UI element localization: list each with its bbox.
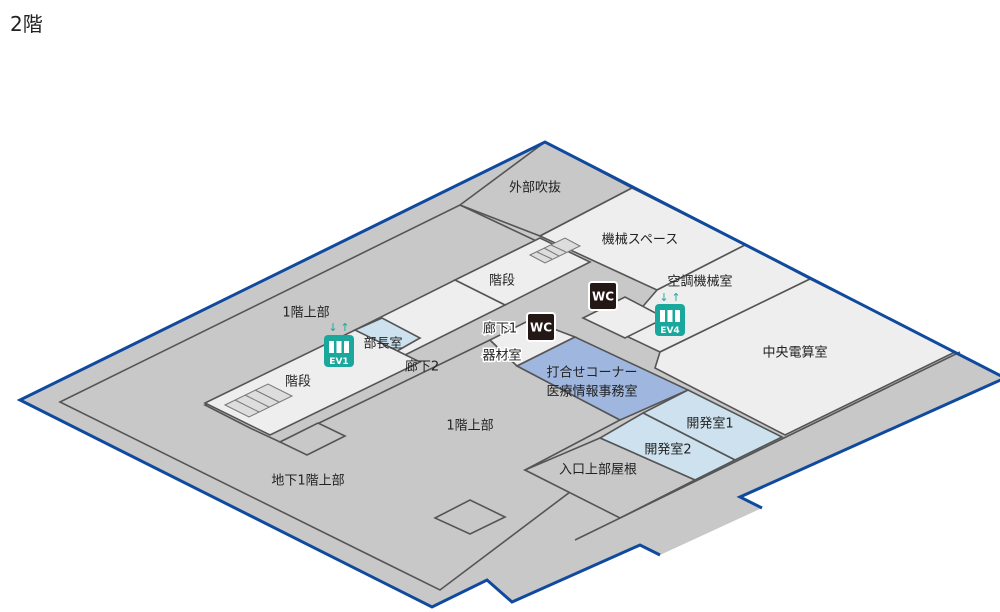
building-outline xyxy=(16,140,1000,609)
stairs-west-icon xyxy=(223,383,294,418)
label-stairs-west: 階段 xyxy=(285,375,311,390)
label-manager-room: 部長室 xyxy=(363,336,402,352)
label-hvac-room: 空調機械室 xyxy=(667,274,732,290)
label-machine-space: 機械スペース xyxy=(602,233,678,248)
wc-icon: WC xyxy=(526,312,556,342)
label-corridor2: 廊下2 xyxy=(405,359,439,375)
label-basement-upper: 地下1階上部 xyxy=(271,474,344,489)
label-entrance-roof: 入口上部屋根 xyxy=(559,463,637,478)
svg-text:WC: WC xyxy=(530,321,552,335)
label-dev-room2: 開発室2 xyxy=(644,442,691,458)
label-stairs-north: 階段 xyxy=(489,274,515,289)
small-square xyxy=(433,499,507,535)
label-corridor1: 廊下1 xyxy=(483,321,517,337)
small-shaft xyxy=(278,422,347,456)
label-medical-info-office: 医療情報事務室 xyxy=(546,384,637,400)
label-equipment-room: 器材室 xyxy=(482,348,521,364)
label-first-floor-upper-center: 1階上部 xyxy=(446,419,493,434)
label-central-computer: 中央電算室 xyxy=(762,345,827,361)
elevator-icon-ev4: ↓ ↑ EV4 xyxy=(655,291,685,336)
floor-title: 2階 xyxy=(10,12,43,36)
wc-icon: WC xyxy=(588,281,618,311)
label-exterior-void: 外部吹抜 xyxy=(509,180,561,196)
stairs-north-icon xyxy=(528,237,582,264)
svg-text:EV4: EV4 xyxy=(660,326,679,336)
svg-text:↓: ↓ xyxy=(659,291,668,304)
room-entrance-roof[interactable] xyxy=(523,437,697,519)
elevator-icon-ev1: ↓ ↑ EV1 xyxy=(324,321,354,367)
svg-text:EV1: EV1 xyxy=(329,357,348,367)
svg-text:↓: ↓ xyxy=(328,321,337,334)
label-meeting-corner: 打合せコーナー xyxy=(546,366,637,381)
svg-text:↑: ↑ xyxy=(671,291,680,304)
svg-text:WC: WC xyxy=(592,290,614,304)
svg-text:↑: ↑ xyxy=(340,321,349,334)
label-first-floor-upper-nw: 1階上部 xyxy=(282,306,329,321)
label-dev-room1: 開発室1 xyxy=(686,416,733,432)
